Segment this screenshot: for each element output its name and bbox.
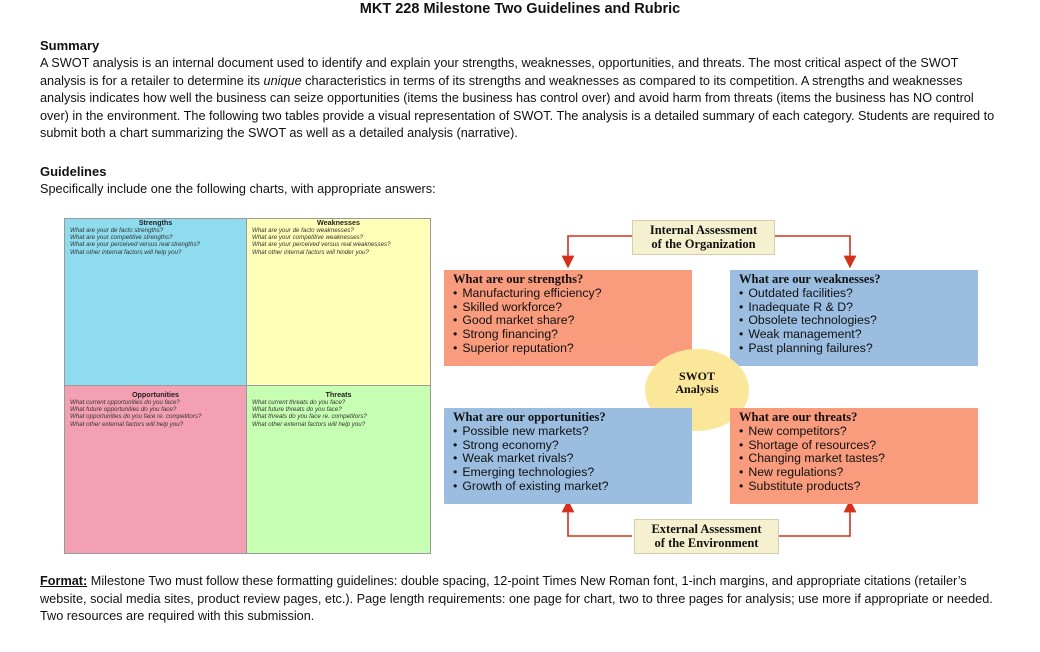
- list-item: Skilled workforce?: [453, 300, 692, 315]
- arrow-internal-to-weaknesses: [775, 235, 857, 269]
- list-item: Inadequate R & D?: [739, 300, 978, 315]
- list-item: Possible new markets?: [453, 424, 692, 439]
- list-item: Substitute products?: [739, 479, 978, 494]
- list-item: Weak management?: [739, 327, 978, 342]
- grid-strengths-title: Strengths: [138, 219, 173, 227]
- list-item: Obsolete technologies?: [739, 314, 978, 328]
- arrow-threats-to-external: [775, 499, 857, 537]
- swot-analysis-diagram: Internal Assessment of the Organization …: [440, 214, 980, 559]
- guidelines-paragraph: Specifically include one the following c…: [40, 182, 436, 196]
- grid-line: What other internal factors will hinder …: [252, 248, 369, 256]
- grid-opportunities-title: Opportunities: [131, 390, 180, 399]
- external-label-line2: of the Environment: [654, 536, 759, 550]
- opportunities-box-title: What are our opportunities?: [453, 410, 606, 424]
- internal-assessment-label: Internal Assessment of the Organization: [632, 220, 775, 255]
- grid-line: What opportunities do you face re. compe…: [70, 413, 202, 421]
- list-item: Growth of existing market?: [453, 479, 692, 494]
- list-item: Good market share?: [453, 314, 692, 328]
- strengths-box-title: What are our strengths?: [453, 272, 584, 286]
- external-label-line1: External Assessment: [651, 522, 762, 536]
- threats-box: What are our threats? New competitors? S…: [730, 408, 978, 504]
- grid-line: What are your competitive weaknesses?: [252, 234, 364, 242]
- grid-opportunities-quadrant: Opportunities What current opportunities…: [65, 386, 247, 553]
- list-item: Strong financing?: [453, 327, 692, 342]
- grid-line: What current opportunities do you face?: [70, 399, 180, 406]
- format-text: Milestone Two must follow these formatti…: [40, 574, 993, 624]
- grid-line: What other external factors will help yo…: [70, 420, 184, 428]
- grid-line: What are your de facto weaknesses?: [252, 227, 354, 234]
- summary-paragraph: A SWOT analysis is an internal document …: [40, 56, 995, 141]
- list-item: Superior reputation?: [453, 341, 692, 356]
- list-item: Changing market tastes?: [739, 452, 978, 466]
- grid-threats-title: Threats: [325, 390, 352, 399]
- list-item: New regulations?: [739, 465, 978, 480]
- grid-line: What are your de facto strengths?: [70, 227, 164, 234]
- list-item: Past planning failures?: [739, 341, 978, 356]
- grid-threats-quadrant: Threats What current threats do you face…: [247, 386, 430, 553]
- opportunities-box: What are our opportunities? Possible new…: [444, 408, 692, 504]
- grid-weaknesses-quadrant: Weaknesses What are your de facto weakne…: [247, 219, 430, 386]
- list-item: Outdated facilities?: [739, 286, 978, 301]
- internal-label-line1: Internal Assessment: [649, 223, 758, 237]
- weaknesses-box-title: What are our weaknesses?: [739, 272, 881, 286]
- list-item: Strong economy?: [453, 438, 692, 453]
- connector-arrows: [561, 235, 857, 537]
- swot-question-grid: Strengths What are your de facto strengt…: [64, 218, 431, 554]
- external-assessment-label: External Assessment of the Environment: [634, 519, 779, 554]
- list-item: Weak market rivals?: [453, 452, 692, 466]
- grid-line: What threats do you face re. competitors…: [252, 413, 367, 421]
- grid-line: What future opportunities do you face?: [70, 406, 177, 414]
- weaknesses-box: What are our weaknesses? Outdated facili…: [730, 270, 978, 366]
- format-paragraph: Format: Milestone Two must follow these …: [40, 573, 1000, 626]
- grid-line: What are your competitive strengths?: [70, 234, 173, 242]
- grid-line: What are your perceived versus real weak…: [252, 241, 391, 249]
- grid-weaknesses-title: Weaknesses: [316, 219, 361, 227]
- threats-box-title: What are our threats?: [739, 410, 858, 424]
- page-title: MKT 228 Milestone Two Guidelines and Rub…: [359, 1, 681, 17]
- list-item: Emerging technologies?: [453, 465, 692, 480]
- list-item: Manufacturing efficiency?: [453, 286, 692, 301]
- center-line2: Analysis: [675, 382, 719, 396]
- grid-line: What future threats do you face?: [252, 406, 342, 414]
- list-item: Shortage of resources?: [739, 438, 978, 453]
- guidelines-heading: Guidelines: [40, 164, 107, 179]
- arrow-opportunities-to-external: [561, 499, 632, 537]
- strengths-box: What are our strengths? Manufacturing ef…: [444, 270, 692, 366]
- grid-line: What current threats do you face?: [252, 399, 346, 406]
- internal-label-line2: of the Organization: [651, 237, 756, 251]
- center-line1: SWOT: [678, 369, 715, 383]
- grid-line: What other internal factors will help yo…: [70, 248, 182, 256]
- summary-heading: Summary: [40, 38, 100, 53]
- grid-line: What are your perceived versus real stre…: [70, 241, 200, 249]
- list-item: New competitors?: [739, 424, 978, 439]
- arrow-internal-to-strengths: [561, 235, 632, 269]
- grid-line: What other external factors will help yo…: [252, 420, 366, 428]
- format-label: Format:: [40, 574, 88, 588]
- grid-strengths-quadrant: Strengths What are your de facto strengt…: [65, 219, 247, 386]
